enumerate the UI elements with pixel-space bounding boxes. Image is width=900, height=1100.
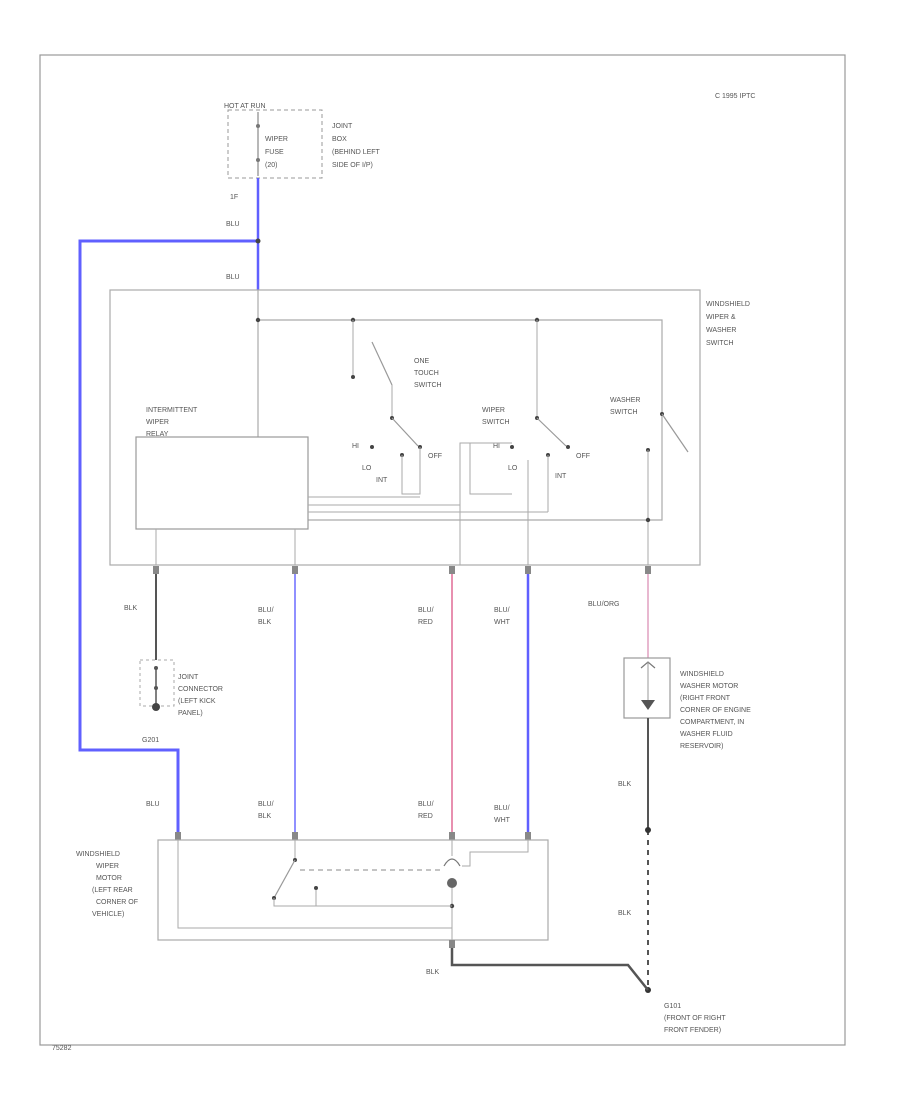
joint-box-outline bbox=[227, 109, 323, 179]
pos-int-2: INT bbox=[555, 473, 567, 480]
wiper-fuse: HOT AT RUN WIPER FUSE (20) JOINT BOX (BE… bbox=[224, 103, 381, 201]
label-blu-blk-1b: BLK bbox=[258, 619, 272, 626]
pos-lo-1: LO bbox=[362, 465, 372, 472]
fuse-name-2: FUSE bbox=[265, 149, 284, 156]
fuse-name-3: (20) bbox=[265, 162, 277, 169]
joint-box-label-1: JOINT bbox=[332, 123, 353, 130]
relay-label-3: RELAY bbox=[146, 431, 169, 438]
label-blu-wht-2b: WHT bbox=[494, 817, 511, 824]
relay-label-1: INTERMITTENT bbox=[146, 407, 198, 414]
label-splice: G201 bbox=[142, 737, 159, 744]
label-blk-1: BLK bbox=[124, 605, 138, 612]
switch-name-4: SWITCH bbox=[706, 340, 734, 347]
label-blk-lower: BLK bbox=[618, 910, 632, 917]
label-motor-blu: BLU bbox=[146, 801, 160, 808]
label-blu-red-2b: RED bbox=[418, 813, 433, 820]
label-blk-ground: BLK bbox=[426, 969, 440, 976]
pos-hi-2: HI bbox=[493, 443, 500, 450]
diagram-frame bbox=[39, 54, 846, 1046]
label-blu-red-1a: BLU/ bbox=[418, 607, 434, 614]
washer-motor-label-2: WASHER MOTOR bbox=[680, 683, 738, 690]
label-blu-wht-1b: WHT bbox=[494, 619, 511, 626]
one-touch-label-3: SWITCH bbox=[414, 382, 442, 389]
pos-hi-1: HI bbox=[352, 443, 359, 450]
relay-label-2: WIPER bbox=[146, 419, 169, 426]
intermittent-relay bbox=[135, 436, 309, 530]
label-blu-lower: BLU bbox=[226, 274, 240, 281]
wiper-motor: WINDSHIELD WIPER MOTOR (LEFT REAR CORNER… bbox=[76, 832, 549, 941]
switch-name-3: WASHER bbox=[706, 327, 736, 334]
label-blu-blk-1a: BLU/ bbox=[258, 607, 274, 614]
fuse-pin-label: 1F bbox=[230, 194, 238, 201]
label-blu-red-2a: BLU/ bbox=[418, 801, 434, 808]
wiper-switch-label-1: WIPER bbox=[482, 407, 505, 414]
joint-box-label-3: (BEHIND LEFT bbox=[332, 149, 381, 156]
wire-blk-ground bbox=[450, 940, 649, 991]
switch-name-2: WIPER & bbox=[706, 314, 736, 321]
figure-id: 75282 bbox=[52, 1045, 72, 1052]
washer-motor-label-4: CORNER OF ENGINE bbox=[680, 707, 751, 714]
joint-box-label-4: SIDE OF I/P) bbox=[332, 162, 373, 169]
washer-switch-label-1: WASHER bbox=[610, 397, 640, 404]
washer-motor: WINDSHIELD WASHER MOTOR (RIGHT FRONT COR… bbox=[623, 657, 751, 750]
washer-motor-label-5: COMPARTMENT, IN bbox=[680, 719, 744, 726]
wiper-motor-label-1: WINDSHIELD bbox=[76, 851, 120, 858]
ground-label-3: FRONT FENDER) bbox=[664, 1027, 721, 1034]
label-blu-upper: BLU bbox=[226, 221, 240, 228]
wiper-motor-label-2: WIPER bbox=[96, 863, 119, 870]
wiper-motor-label-5: CORNER OF bbox=[96, 899, 138, 906]
label-blu-blk-2b: BLK bbox=[258, 813, 272, 820]
one-touch-label-2: TOUCH bbox=[414, 370, 439, 377]
label-blk-washer: BLK bbox=[618, 781, 632, 788]
copyright-note: C 1995 IPTC bbox=[715, 93, 755, 100]
fuse-hot-label: HOT AT RUN bbox=[224, 103, 266, 110]
label-blu-wht-1a: BLU/ bbox=[494, 607, 510, 614]
pos-lo-2: LO bbox=[508, 465, 518, 472]
wire-blu-branch bbox=[78, 239, 258, 838]
joint-connector-label-2: CONNECTOR bbox=[178, 686, 223, 693]
wiper-motor-label-4: (LEFT REAR bbox=[92, 887, 133, 894]
label-blu-wht-2a: BLU/ bbox=[494, 805, 510, 812]
wiper-motor-label-6: VEHICLE) bbox=[92, 911, 124, 918]
ground-label-2: (FRONT OF RIGHT bbox=[664, 1015, 726, 1022]
switch-name-1: WINDSHIELD bbox=[706, 301, 750, 308]
pos-off-2: OFF bbox=[576, 453, 590, 460]
wiper-motor-label-3: MOTOR bbox=[96, 875, 122, 882]
pos-int-1: INT bbox=[376, 477, 388, 484]
joint-connector-label-3: (LEFT KICK bbox=[178, 698, 216, 705]
splice-dot bbox=[255, 238, 261, 244]
wiper-switch-label-2: SWITCH bbox=[482, 419, 510, 426]
wiper-washer-switch: WINDSHIELD WIPER & WASHER SWITCH ONE TOU… bbox=[109, 289, 750, 566]
joint-connector-label-1: JOINT bbox=[178, 674, 199, 681]
washer-switch-label-2: SWITCH bbox=[610, 409, 638, 416]
washer-motor-label-1: WINDSHIELD bbox=[680, 671, 724, 678]
fuse-name-1: WIPER bbox=[265, 136, 288, 143]
one-touch-label-1: ONE bbox=[414, 358, 430, 365]
joint-connector-label-4: PANEL) bbox=[178, 710, 203, 717]
label-blu-org: BLU/ORG bbox=[588, 601, 620, 608]
label-blu-blk-2a: BLU/ bbox=[258, 801, 274, 808]
washer-motor-label-7: RESERVOIR) bbox=[680, 743, 723, 750]
pos-off-1: OFF bbox=[428, 453, 442, 460]
switch-assembly-box bbox=[109, 289, 701, 566]
joint-box-label-2: BOX bbox=[332, 136, 347, 143]
ground-label-1: G101 bbox=[664, 1003, 681, 1010]
label-blu-red-1b: RED bbox=[418, 619, 433, 626]
joint-connector: JOINT CONNECTOR (LEFT KICK PANEL) bbox=[139, 659, 223, 717]
washer-motor-label-6: WASHER FLUID bbox=[680, 731, 733, 738]
washer-motor-label-3: (RIGHT FRONT bbox=[680, 695, 731, 702]
switch-connector-pins bbox=[153, 566, 651, 574]
